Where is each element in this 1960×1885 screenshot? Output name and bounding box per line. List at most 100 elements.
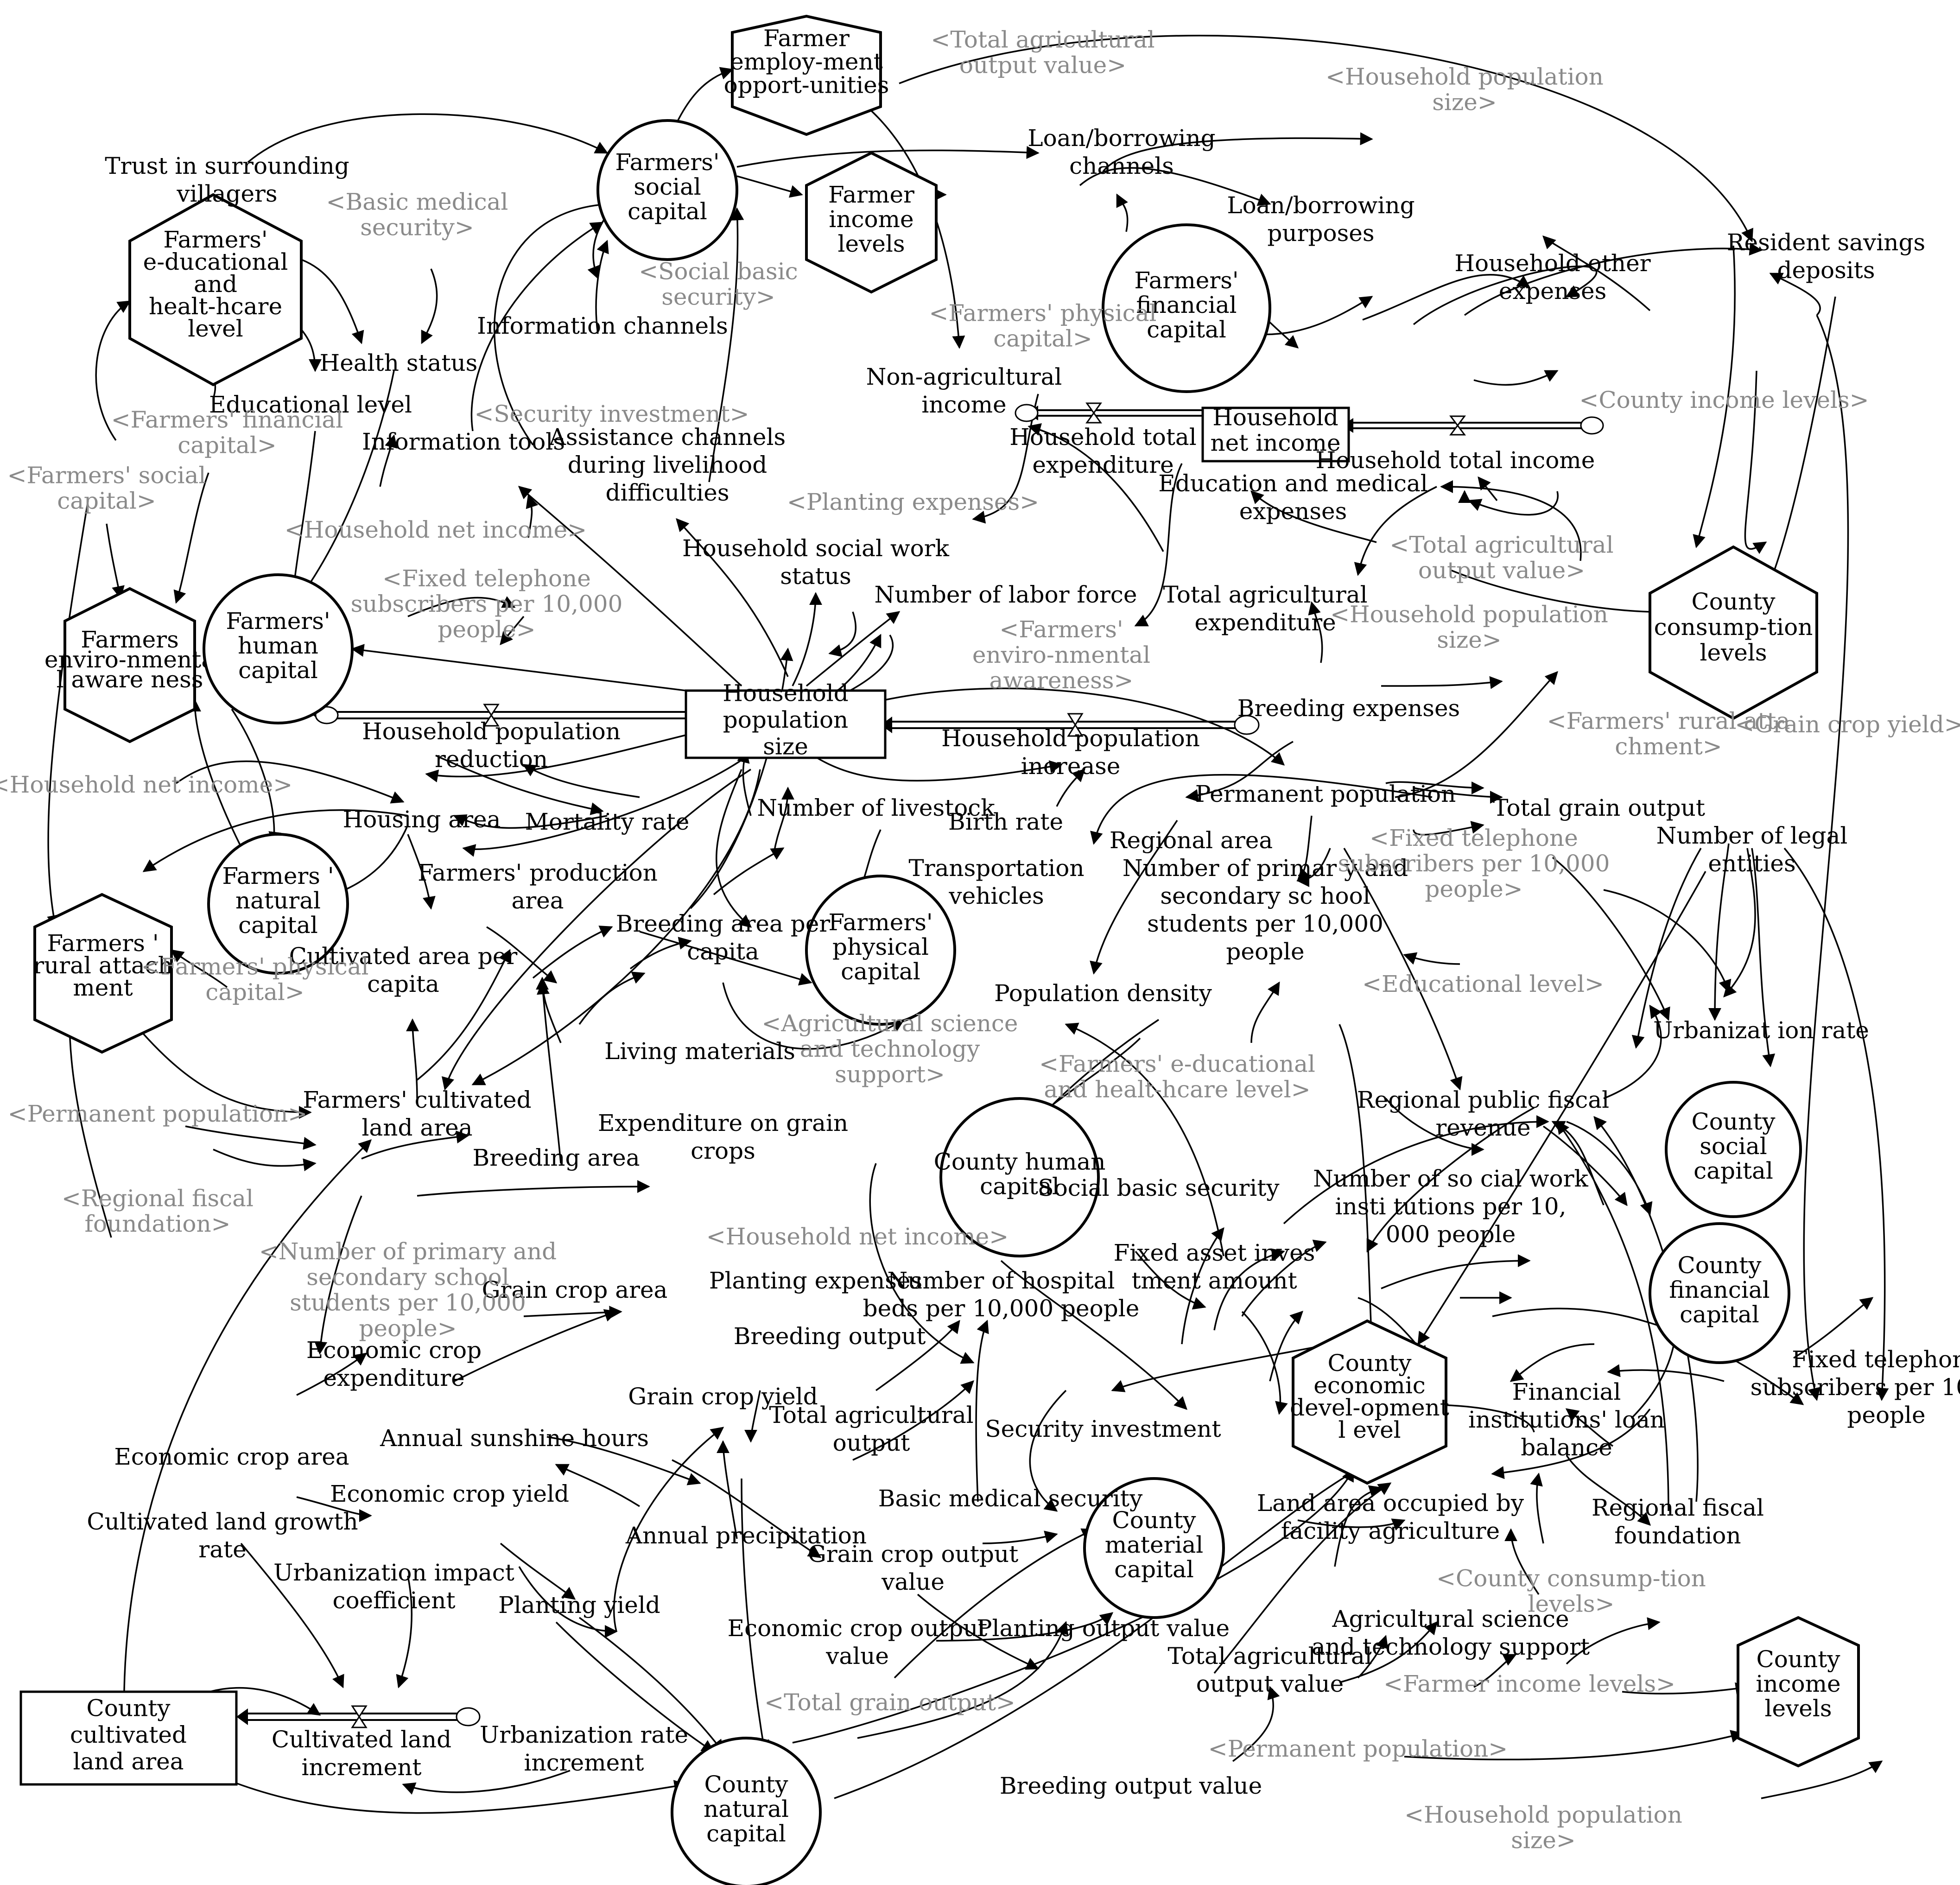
shadow-planting-expenses[interactable]: <Planting expenses>: [787, 489, 1039, 515]
shadow-permanent-population-left[interactable]: <Permanent population>: [8, 1100, 307, 1127]
var-planting-expenses[interactable]: Planting expenses: [709, 1267, 922, 1294]
shadow-permanent-population-bottom[interactable]: <Permanent population>: [1208, 1735, 1508, 1762]
shadow-household-net-income-center[interactable]: <Household net income>: [706, 1223, 1009, 1250]
shadow-educational-level[interactable]: <Educational level>: [1362, 971, 1604, 997]
var-planting-yield[interactable]: Planting yield: [498, 1592, 660, 1618]
shadow-household-net-income-low[interactable]: <Household net income>: [0, 771, 292, 798]
var-annual-sunshine-hours[interactable]: Annual sunshine hours: [380, 1425, 649, 1452]
var-breeding-output[interactable]: Breeding output: [734, 1323, 926, 1350]
var-permanent-population[interactable]: Permanent population: [1195, 781, 1456, 807]
var-information-tools[interactable]: Information tools: [362, 428, 565, 455]
var-planting-output-value[interactable]: Planting output value: [977, 1615, 1230, 1642]
var-basic-medical-security[interactable]: Basic medical security: [878, 1485, 1143, 1512]
var-breeding-area[interactable]: Breeding area: [472, 1144, 640, 1171]
shadow-household-net-income-left[interactable]: <Household net income>: [285, 516, 587, 543]
var-living-materials[interactable]: Living materials: [604, 1038, 795, 1065]
var-social-basic-security[interactable]: Social basic security: [1038, 1174, 1280, 1201]
var-information-channels[interactable]: Information channels: [477, 312, 728, 339]
var-economic-crop-yield[interactable]: Economic crop yield: [330, 1480, 569, 1507]
var-urbanization-rate[interactable]: Urbanizat ion rate: [1653, 1017, 1869, 1044]
shadow-county-income-levels[interactable]: <County income levels>: [1579, 387, 1869, 413]
var-health-status[interactable]: Health status: [320, 349, 478, 376]
shadow-total-grain-output[interactable]: <Total grain output>: [764, 1689, 1015, 1716]
var-regional-area[interactable]: Regional area: [1110, 827, 1273, 854]
var-annual-precipitation[interactable]: Annual precipitation: [625, 1522, 867, 1549]
var-household-total-income[interactable]: Household total income: [1316, 447, 1595, 474]
var-security-investment[interactable]: Security investment: [985, 1415, 1221, 1442]
var-grain-crop-area[interactable]: Grain crop area: [482, 1276, 668, 1303]
var-number-labor-force[interactable]: Number of labor force: [874, 581, 1137, 608]
shadow-farmer-income-levels[interactable]: <Farmer income levels>: [1383, 1670, 1675, 1697]
var-population-density[interactable]: Population density: [994, 980, 1212, 1007]
var-mortality-rate[interactable]: Mortality rate: [525, 808, 690, 835]
var-housing-area[interactable]: Housing area: [343, 806, 501, 833]
var-educational-level[interactable]: Educational level: [209, 391, 412, 418]
shadow-grain-crop-yield[interactable]: <Grain crop yield>: [1735, 711, 1960, 738]
var-grain-crop-yield[interactable]: Grain crop yield: [628, 1383, 818, 1410]
shadow-security-investment[interactable]: <Security investment>: [474, 400, 749, 427]
